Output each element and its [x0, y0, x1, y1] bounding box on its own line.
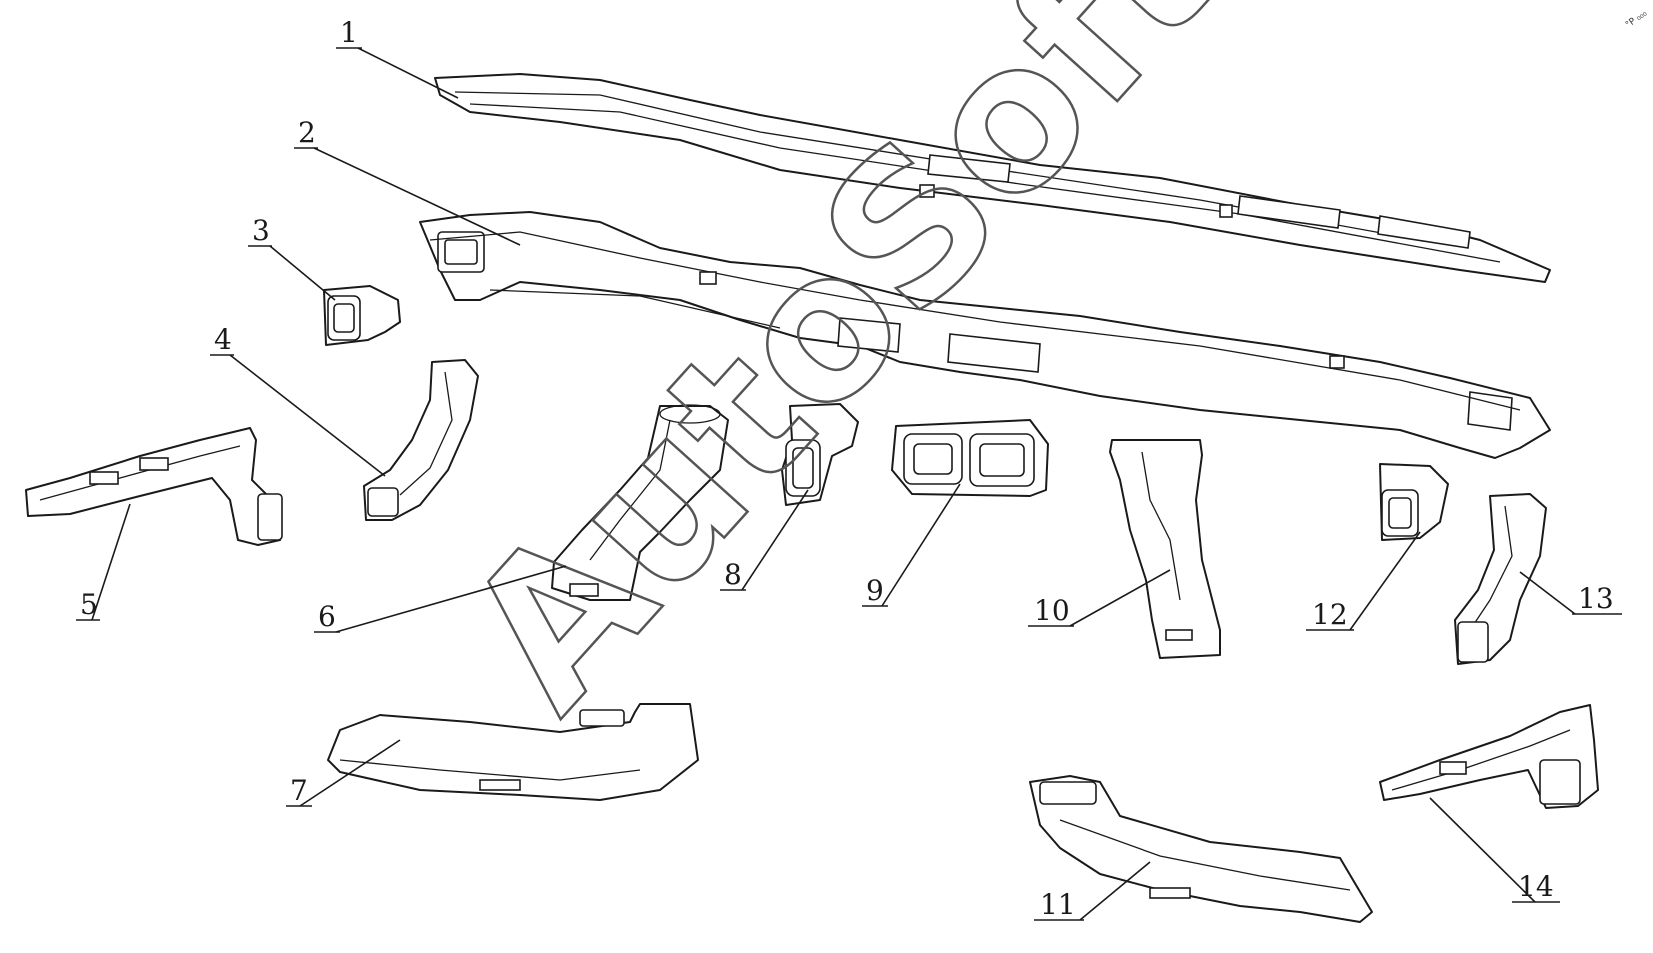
part-6-vertical-duct — [551, 404, 729, 601]
callout-14: 14 — [1518, 870, 1554, 903]
part-13-curved-duct — [1454, 493, 1547, 665]
callout-11: 11 — [1040, 888, 1076, 921]
part-5-left-duct — [25, 427, 283, 546]
leader-9 — [881, 483, 961, 607]
leader-8 — [741, 489, 809, 591]
callout-12: 12 — [1312, 598, 1348, 631]
callout-6: 6 — [318, 600, 336, 633]
callout-4: 4 — [214, 323, 232, 356]
part-1-upper-duct — [434, 73, 1551, 283]
part-3-vent-housing — [323, 285, 401, 346]
leader-11 — [1079, 861, 1151, 921]
leader-5 — [91, 503, 131, 621]
part-7-lower-left-duct — [327, 703, 699, 801]
leader-3 — [269, 245, 336, 301]
leader-1 — [357, 47, 459, 99]
leader-7 — [299, 739, 401, 807]
callout-7: 7 — [290, 774, 308, 807]
part-9-twin-vent — [891, 419, 1049, 497]
leader-13 — [1519, 571, 1576, 615]
part-12-vent-housing — [1379, 463, 1449, 541]
leader-12 — [1349, 531, 1421, 631]
leader-lines — [91, 47, 1576, 921]
callout-8: 8 — [724, 558, 742, 591]
part-14-right-duct — [1379, 704, 1599, 809]
part-10-vertical-duct — [1109, 439, 1221, 659]
part-8-elbow-vent — [781, 403, 859, 506]
callout-13: 13 — [1578, 582, 1614, 615]
leader-2 — [313, 147, 521, 246]
callout-1: 1 — [340, 16, 358, 49]
corner-mark: °P ₀₀₀ — [1624, 8, 1649, 30]
callout-3: 3 — [252, 214, 270, 247]
callout-9: 9 — [866, 574, 884, 607]
leader-6 — [335, 565, 567, 633]
callout-5: 5 — [80, 588, 98, 621]
callout-labels: 1 2 3 4 5 6 7 8 9 10 11 12 13 14 — [80, 16, 1614, 921]
part-2-main-duct — [419, 211, 1551, 459]
part-4-curved-duct — [363, 359, 479, 521]
leader-4 — [229, 354, 386, 477]
callout-2: 2 — [298, 116, 316, 149]
leader-14 — [1429, 797, 1536, 903]
callout-10: 10 — [1034, 594, 1070, 627]
leader-10 — [1069, 569, 1171, 627]
part-11-lower-right-duct — [1029, 775, 1373, 923]
callout-underlines — [76, 47, 1622, 921]
